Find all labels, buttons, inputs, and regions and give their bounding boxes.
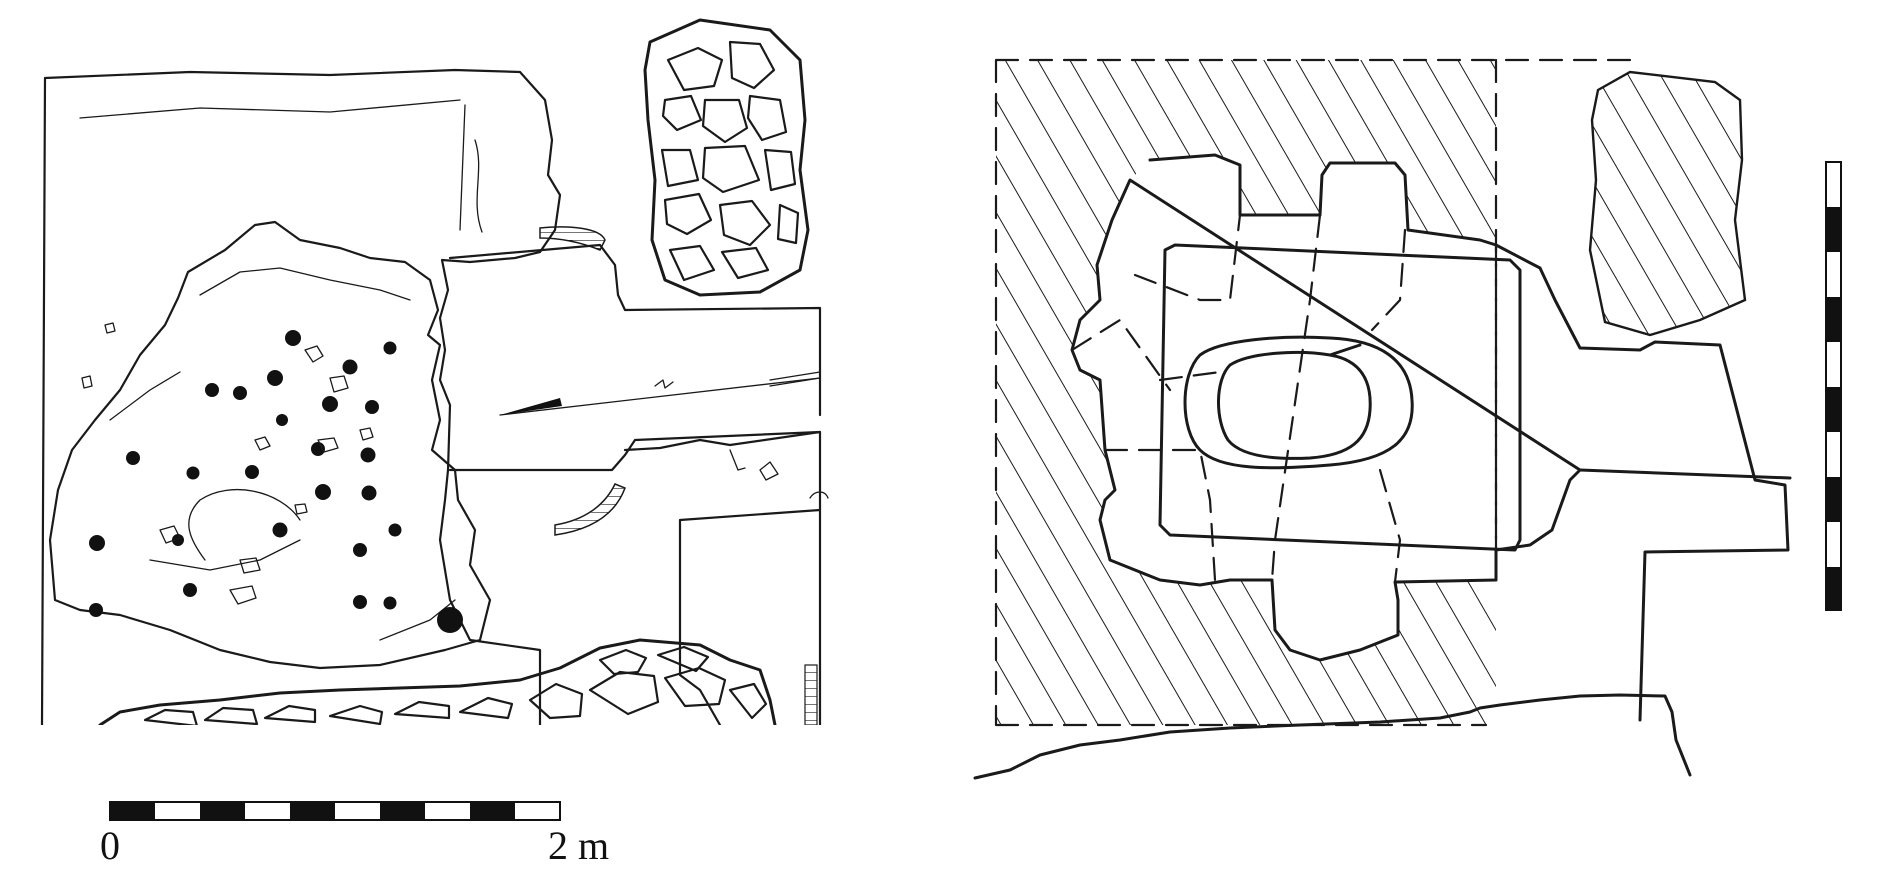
right-inner-platform	[1158, 243, 1522, 552]
right-dashed-divisions	[1070, 213, 1498, 584]
right-hatched-fill	[996, 60, 1496, 725]
right-plan-drawing	[973, 58, 1792, 780]
left-corridor	[448, 243, 822, 472]
right-central-pit-inner	[1217, 351, 1372, 460]
scale-start-label: 0	[100, 823, 120, 868]
right-ground-contour	[973, 693, 1692, 780]
scale-bar	[109, 801, 561, 821]
left-masonry-pillar	[643, 18, 810, 297]
scale-end-label: 2 m	[548, 823, 610, 868]
post-holes	[89, 330, 463, 633]
right-central-pit	[1183, 335, 1414, 470]
left-masonry-wall-bottom	[98, 638, 777, 725]
left-basin-outline	[48, 220, 492, 670]
left-plan-drawing	[40, 18, 829, 725]
left-slab-outline	[40, 68, 562, 725]
right-hatched-block	[1588, 70, 1747, 337]
right-dashed-frame	[994, 58, 1642, 727]
north-arrow-head	[500, 398, 562, 415]
vertical-scale-bar	[1825, 161, 1842, 611]
north-arrow-line	[499, 377, 821, 416]
